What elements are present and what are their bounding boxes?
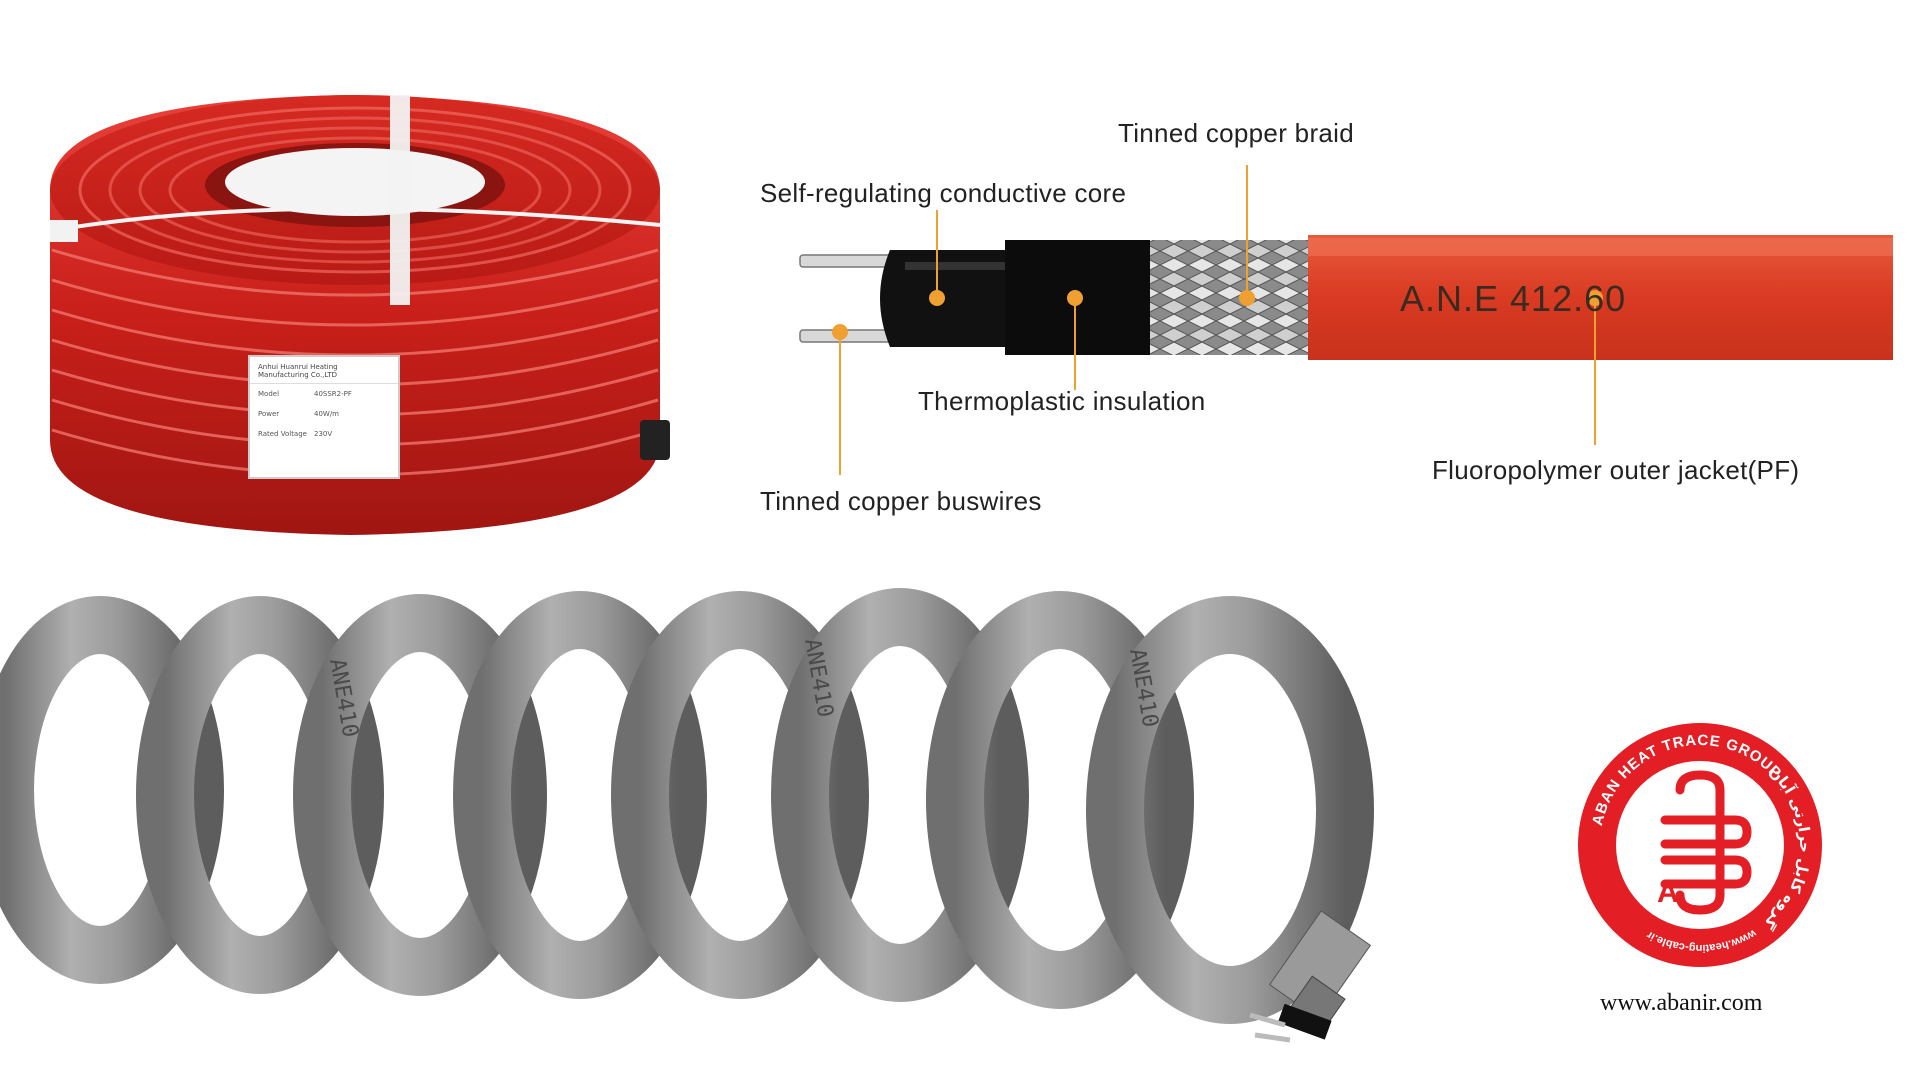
spiral-cut-end (1249, 910, 1372, 1043)
cable-layers-svg (799, 165, 1893, 475)
red-cable-coil-photo (0, 40, 700, 570)
aban-logo: A ABAN HEAT TRACE GROUP گروه کابل حرارتی… (1575, 720, 1825, 970)
marker-dot (1239, 290, 1255, 306)
tinned-copper-braid (1150, 240, 1310, 355)
website-url: www.abanir.com (1600, 990, 1763, 1016)
product-label-key: Rated Voltage (258, 430, 307, 438)
marker-dot (929, 290, 945, 306)
cable-structure-diagram (740, 90, 1900, 530)
jacket-marking: A.N.E 412.60 (1400, 278, 1627, 319)
red-coil-illustration (50, 95, 670, 535)
svg-text:A: A (1657, 876, 1679, 909)
callout-braid: Tinned copper braid (1118, 118, 1354, 148)
marker-dot (1067, 290, 1083, 306)
product-label-key: Model (258, 390, 280, 398)
callout-core: Self-regulating conductive core (760, 178, 1127, 208)
marker-dot (1587, 290, 1603, 306)
product-label-manufacturer: Anhui Huanrui Heating Manufacturing Co.,… (250, 357, 398, 384)
callout-jacket: Fluoropolymer outer jacket(PF) (1432, 455, 1800, 485)
product-label-key: Power (258, 410, 280, 418)
product-label-value: 40SSR2-PF (314, 390, 352, 398)
aban-logo-mark: A ABAN HEAT TRACE GROUP گروه کابل حرارتی… (1578, 723, 1822, 967)
product-label-value: 230V (314, 430, 333, 438)
product-label: Anhui Huanrui Heating Manufacturing Co.,… (248, 355, 400, 479)
product-label-row: Model 40SSR2-PF (250, 384, 398, 404)
marker-dot (832, 324, 848, 340)
product-label-value: 40W/m (314, 410, 340, 418)
callout-buswires: Tinned copper buswires (760, 486, 1042, 516)
callout-insulation: Thermoplastic insulation (918, 386, 1206, 416)
product-label-row: Rated Voltage 230V (250, 424, 398, 444)
conductive-core (880, 250, 1010, 347)
product-label-row: Power 40W/m (250, 404, 398, 424)
